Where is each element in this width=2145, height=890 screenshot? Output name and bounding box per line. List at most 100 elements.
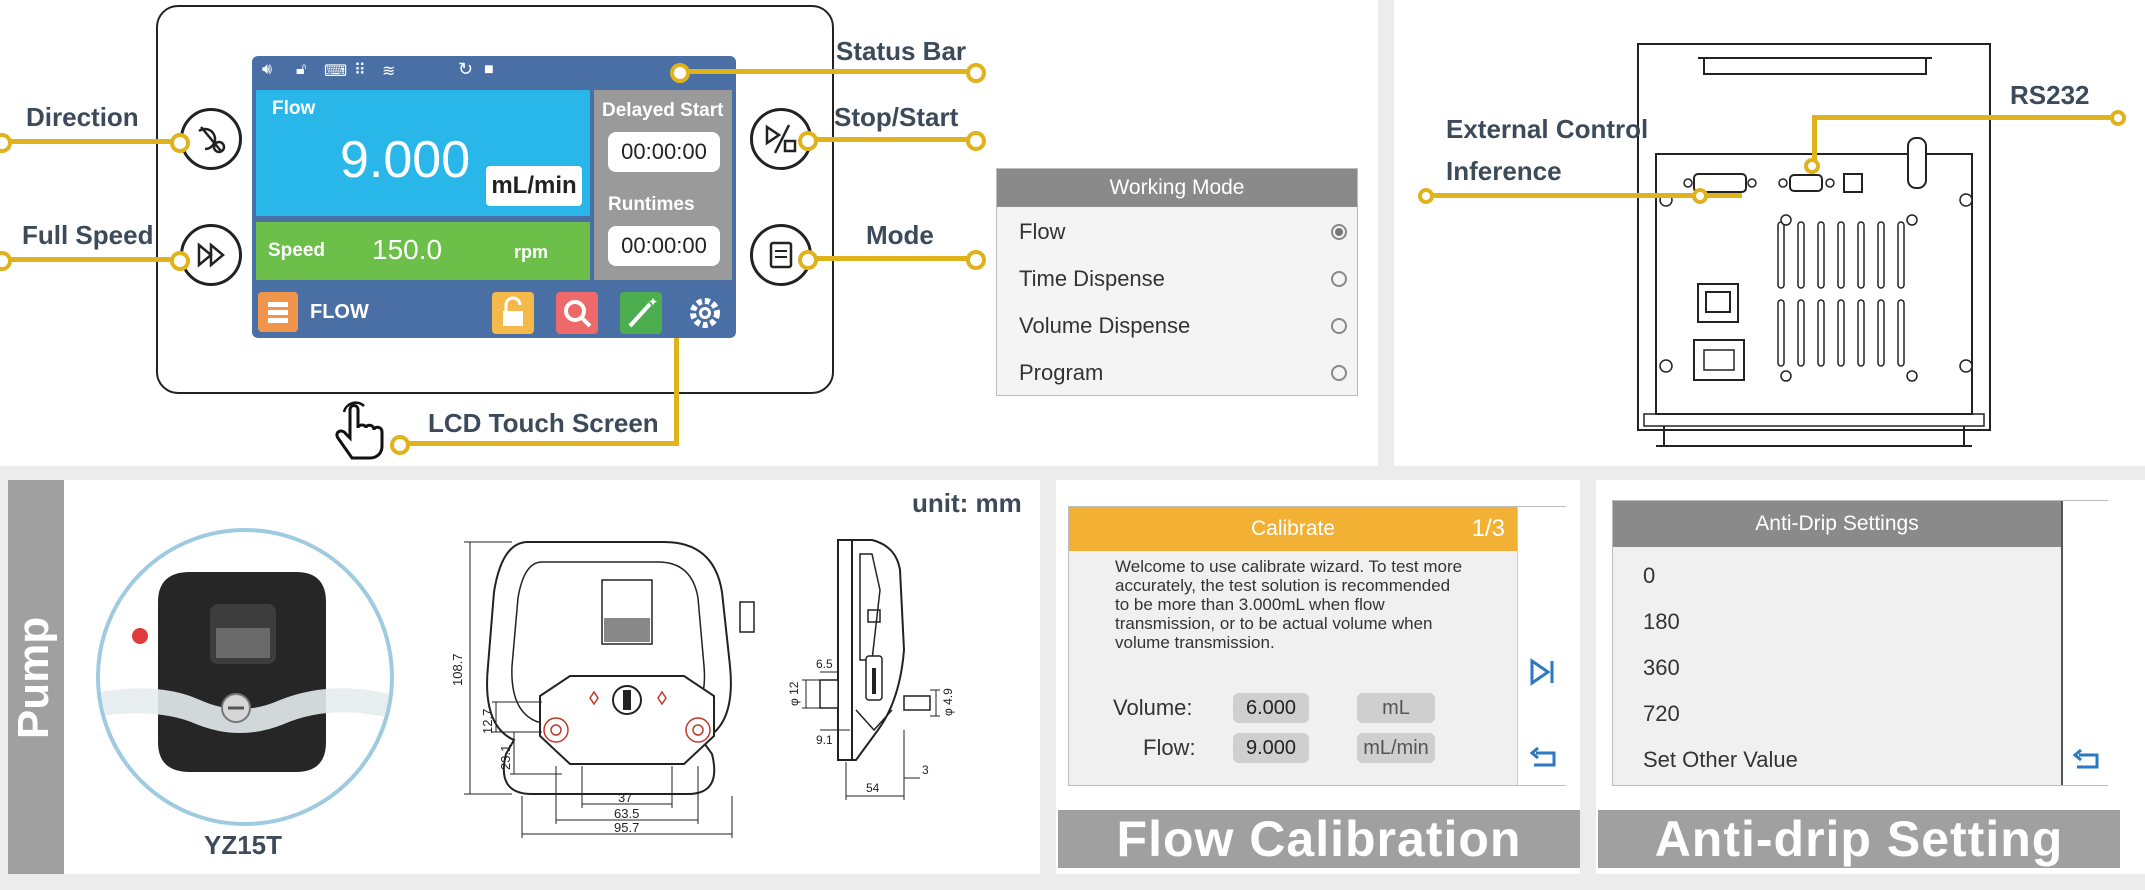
runtimes-field[interactable]: 00:00:00 <box>608 226 720 266</box>
unlock-button[interactable] <box>492 292 534 334</box>
flow-unit-select[interactable]: mL/min <box>1357 733 1435 763</box>
volume-unit-select[interactable]: mL <box>1357 693 1435 723</box>
anti-drip-option-180[interactable]: 180 <box>1643 609 1680 634</box>
status-bar: 🔊︎ 🔓︎ ⌨ ⠿ ≋ ↻ ■ <box>260 58 730 84</box>
callout-dot <box>670 63 690 83</box>
back-button[interactable] <box>1528 743 1558 773</box>
menu-icon <box>268 302 288 323</box>
dim-front-h1: 108.7 <box>452 653 465 686</box>
anti-drip-option-360[interactable]: 360 <box>1643 655 1680 680</box>
dim-side-e: 54 <box>866 781 880 795</box>
pump-head-photo <box>96 528 394 826</box>
callout-dot <box>0 133 12 153</box>
calibrate-side-strip <box>1517 507 1566 785</box>
speaker-icon: 🔊︎ <box>262 61 273 78</box>
anti-drip-option-720[interactable]: 720 <box>1643 701 1680 726</box>
radio-icon[interactable] <box>1331 365 1347 381</box>
callout-dot <box>966 63 986 83</box>
flow-label-cal: Flow: <box>1143 735 1196 760</box>
callout-line-direction <box>10 139 180 144</box>
wizard-button[interactable]: ✦ <box>620 292 662 334</box>
working-mode-title: Working Mode <box>997 169 1357 207</box>
settings-button[interactable] <box>684 292 726 334</box>
callout-dot <box>0 251 12 271</box>
back-arrow-icon <box>1529 746 1556 767</box>
pump-model: YZ15T <box>204 830 283 860</box>
mode-option-flow[interactable]: Flow <box>997 207 1357 254</box>
anti-drip-dialog: Anti-Drip Settings 0 180 360 720 Set Oth… <box>1612 500 2109 786</box>
unlock-icon <box>503 296 523 326</box>
calibrate-page: 1/3 <box>1471 515 1505 542</box>
dim-side-a: 6.5 <box>816 657 833 671</box>
next-button[interactable] <box>1528 657 1558 687</box>
search-button[interactable] <box>556 292 598 334</box>
anti-drip-option-0[interactable]: 0 <box>1643 563 1656 588</box>
callout-rs232: RS232 <box>2010 80 2090 110</box>
gear-icon <box>690 298 720 328</box>
flow-unit: mL/min <box>486 166 582 206</box>
dim-front-w2: 63.5 <box>614 806 639 821</box>
callout-dot <box>798 250 818 270</box>
radio-icon[interactable] <box>1331 318 1347 334</box>
timer-panel: Delayed Start 00:00:00 Runtimes 00:00:00 <box>594 90 732 280</box>
skip-next-icon <box>1530 658 1554 686</box>
callout-stop-start: Stop/Start <box>834 102 959 132</box>
keyboard-icon: ⌨ <box>324 63 348 80</box>
mode-option-volume-dispense[interactable]: Volume Dispense <box>997 301 1357 348</box>
full-speed-button[interactable] <box>180 224 242 286</box>
pump-front-drawing: 108.7 12.7 23.1 37 63.5 95.7 <box>452 541 755 838</box>
pump-head-side-bar <box>8 480 64 874</box>
radio-selected-icon[interactable] <box>1331 224 1347 240</box>
calibrate-title: Calibrate <box>1250 517 1336 540</box>
delayed-start-field[interactable]: 00:00:00 <box>608 132 720 172</box>
callout-line-mode <box>806 256 976 261</box>
anti-drip-back-button[interactable] <box>2071 745 2101 775</box>
calibrate-header: Calibrate 1/3 <box>1069 507 1517 551</box>
callout-line-stop-start <box>806 137 976 142</box>
flow-input[interactable]: 9.000 <box>1233 733 1309 763</box>
radio-icon[interactable] <box>1331 271 1347 287</box>
refresh-icon: ↻ <box>458 59 474 79</box>
direction-button[interactable] <box>180 108 242 170</box>
direction-icon <box>198 126 226 154</box>
device-back-illustration <box>1418 43 2126 447</box>
anti-drip-option-other[interactable]: Set Other Value <box>1643 747 1798 772</box>
volume-input[interactable]: 6.000 <box>1233 693 1309 723</box>
speed-panel[interactable]: Speed 150.0 rpm <box>256 222 590 280</box>
delayed-start-label: Delayed Start <box>602 100 724 121</box>
pump-side-drawing: 6.5 φ 12 9.1 φ 4.9 54 3 <box>787 539 955 800</box>
callout-line-lcd-h <box>400 441 679 446</box>
mode-option-program[interactable]: Program <box>997 348 1357 395</box>
flow-label: Flow <box>272 98 316 119</box>
calibrate-instructions: Welcome to use calibrate wizard. To test… <box>1115 557 1463 652</box>
flow-panel[interactable]: Flow 9.000 mL/min <box>256 90 590 216</box>
mode-option-label: Time Dispense <box>1019 266 1165 291</box>
anti-drip-banner: Anti-drip Setting <box>1598 810 2120 868</box>
mode-option-label: Volume Dispense <box>1019 313 1191 338</box>
mode-option-time-dispense[interactable]: Time Dispense <box>997 254 1357 301</box>
dim-side-c: 9.1 <box>816 733 833 747</box>
lcd-screen[interactable]: 🔊︎ 🔓︎ ⌨ ⠿ ≋ ↻ ■ Flow 9.000 mL/min Speed … <box>252 56 736 338</box>
document-icon <box>769 241 793 269</box>
volume-label: Volume: <box>1113 695 1193 720</box>
dim-side-b: φ 12 <box>787 681 801 706</box>
callout-line-status <box>680 69 976 74</box>
anti-drip-title: Anti-Drip Settings <box>1613 501 2061 547</box>
flow-calibration-banner: Flow Calibration <box>1058 810 1580 868</box>
callout-line-full-speed <box>10 257 180 262</box>
callout-direction: Direction <box>26 102 139 132</box>
lock-icon: 🔓︎ <box>296 61 307 78</box>
callout-full-speed: Full Speed <box>22 220 154 250</box>
touch-hand-icon <box>335 401 384 460</box>
speed-unit: rpm <box>514 242 549 262</box>
dim-front-h2: 12.7 <box>480 709 495 734</box>
speed-value: 150.0 <box>372 234 443 265</box>
callout-external-control: External Control <box>1446 114 1649 144</box>
grid-icon: ⠿ <box>354 62 366 79</box>
menu-button[interactable] <box>258 292 298 332</box>
dim-front-w1: 37 <box>618 790 632 805</box>
speed-label: Speed <box>268 240 326 261</box>
dim-side-f: 3 <box>922 763 929 777</box>
callout-dot <box>966 131 986 151</box>
callout-dot <box>170 133 190 153</box>
